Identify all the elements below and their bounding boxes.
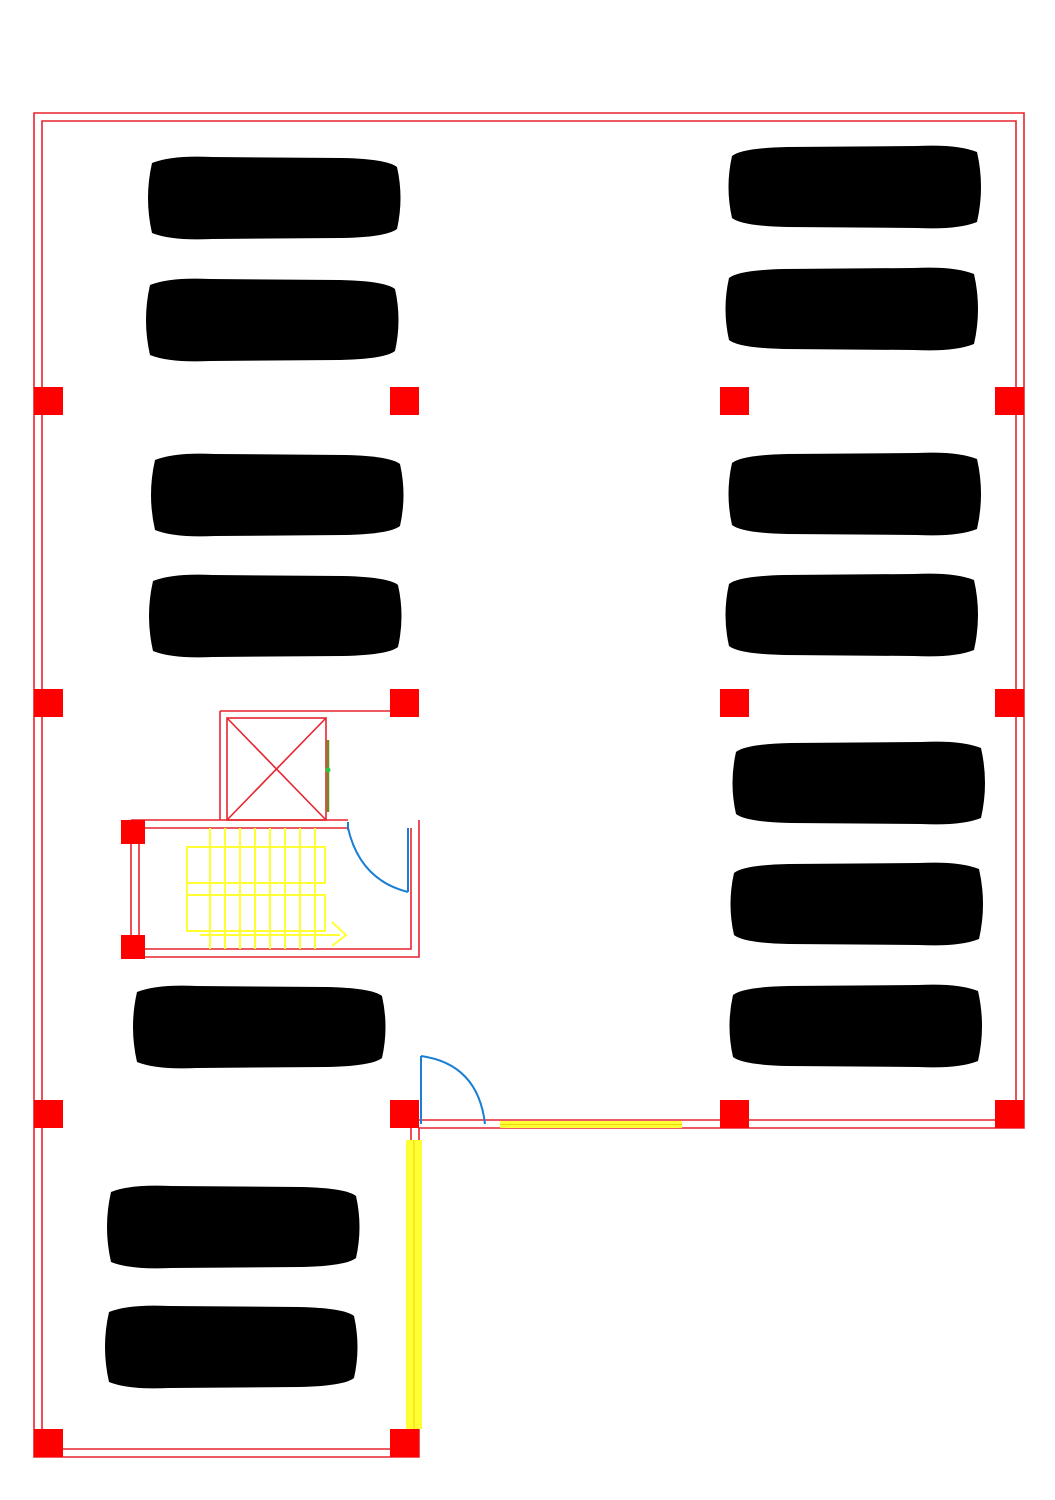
car	[730, 862, 983, 946]
car	[107, 1185, 360, 1269]
car	[728, 145, 981, 229]
parked-cars	[105, 145, 985, 1389]
column	[390, 387, 419, 415]
column	[390, 1429, 419, 1457]
column	[121, 820, 145, 844]
column	[390, 689, 419, 717]
column	[720, 689, 749, 717]
car	[146, 278, 399, 362]
elevator-shaft	[219, 710, 390, 821]
column	[995, 689, 1024, 717]
side-window	[406, 1140, 422, 1429]
car	[148, 156, 401, 240]
stair-door	[347, 822, 409, 893]
column	[34, 387, 63, 415]
column	[34, 689, 63, 717]
column	[34, 1100, 63, 1128]
column	[720, 1100, 749, 1128]
car	[149, 574, 402, 658]
column	[995, 387, 1024, 415]
car	[729, 984, 982, 1068]
column	[390, 1100, 419, 1128]
column	[995, 1100, 1024, 1128]
column	[34, 1429, 63, 1457]
car	[105, 1305, 358, 1389]
structural-columns	[34, 387, 1024, 1457]
column	[720, 387, 749, 415]
car	[732, 741, 985, 825]
car	[725, 573, 978, 657]
entrance-door	[420, 1055, 486, 1125]
car	[133, 985, 386, 1069]
stair-flight	[186, 828, 348, 949]
front-window	[500, 1121, 682, 1128]
car	[151, 453, 404, 537]
stair-core	[121, 819, 420, 959]
car	[725, 267, 978, 351]
car	[728, 452, 981, 536]
column	[121, 935, 145, 959]
